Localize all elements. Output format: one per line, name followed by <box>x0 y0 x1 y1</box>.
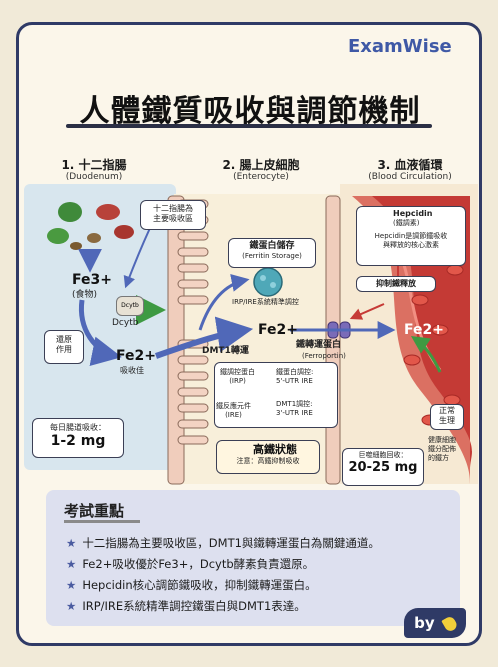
author-by-label: by <box>414 614 435 632</box>
ferritin-storage-box: 鐵蛋白儲存 (Ferritin Storage) <box>228 238 316 268</box>
star-icon: ★ <box>66 557 77 571</box>
hepcidin-subtitle: (鐵調素) <box>393 219 420 227</box>
column-title-blood: 3. 血液循環 <box>377 158 443 172</box>
star-icon: ★ <box>66 536 77 550</box>
brand-logo: ExamWise <box>348 36 452 57</box>
daily-absorption-value: 1-2 mg <box>50 433 106 449</box>
title-underline <box>66 124 432 128</box>
banana-icon <box>441 614 459 633</box>
high-iron-note: 注意：高鐵抑制吸收 <box>236 457 300 465</box>
key-point-item: ★Fe2+吸收優於Fe3+，Dcytb酵素負責還原。 <box>66 557 315 571</box>
ferritin-regulation-label: 鐵蛋白調控: 5'-UTR IRE <box>276 368 314 385</box>
daily-absorption-label: 每日腸道吸收： <box>50 423 106 432</box>
irp-ire-regulation-box <box>214 362 338 428</box>
ferroportin-label: 鐵轉運蛋白 <box>296 340 342 350</box>
duodenum-site-note: 十二指腸為 主要吸收區 <box>140 200 206 230</box>
column-title-enterocyte: 2. 腸上皮細胞 <box>222 158 300 172</box>
macrophage-recycle-box: 巨噬細胞回收： 20-25 mg <box>342 448 424 486</box>
fe3-label: Fe3+ <box>72 272 112 288</box>
fe2-sublabel-duodenum: 吸收佳 <box>120 366 144 375</box>
ire-label: 鐵反應元件 (IRE) <box>216 402 251 419</box>
fe3-sublabel: (食物) <box>72 290 98 300</box>
key-points-panel <box>46 490 460 626</box>
normal-physiology-badge: 正常 生理 <box>430 404 464 430</box>
macrophage-recycle-value: 20-25 mg <box>348 460 418 475</box>
fe2-label-blood: Fe2+ <box>404 322 444 338</box>
key-point-item: ★Hepcidin核心調節鐵吸收，抑制鐵轉運蛋白。 <box>66 578 317 592</box>
irp-ire-note: IRP/IRE系統精準調控 <box>232 298 299 306</box>
high-iron-title: 高鐵狀態 <box>253 443 297 456</box>
column-subtitle-duodenum: (Duodenum) <box>65 172 123 182</box>
star-icon: ★ <box>66 599 77 613</box>
fe2-label-duodenum: Fe2+ <box>116 348 156 364</box>
column-title-duodenum: 1. 十二指腸 <box>61 158 127 172</box>
macrophage-recycle-label: 巨噬細胞回收： <box>358 451 408 459</box>
star-icon: ★ <box>66 578 77 592</box>
ferroportin-sublabel: (Ferroportin) <box>302 352 346 360</box>
column-subtitle-blood: (Blood Circulation) <box>368 172 452 182</box>
ferritin-title: 鐵蛋白儲存 <box>249 241 295 251</box>
fe2-label-enterocyte: Fe2+ <box>258 322 298 338</box>
dmt1-regulation-label: DMT1調控: 3'-UTR IRE <box>276 400 313 417</box>
ferritin-subtitle: (Ferritin Storage) <box>242 252 302 260</box>
key-points-title: 考試重點 <box>64 502 125 520</box>
column-subtitle-enterocyte: (Enterocyte) <box>233 172 289 182</box>
hepcidin-note: Hepcidin是調節鐵吸收 與釋放的核心激素 <box>374 232 448 249</box>
hepcidin-title: Hepcidin <box>393 209 433 218</box>
hepcidin-box: Hepcidin (鐵調素) Hepcidin是調節鐵吸收 與釋放的核心激素 <box>356 206 466 266</box>
irp-label: 鐵調控蛋白 (IRP) <box>220 368 255 385</box>
food-icons <box>47 202 134 250</box>
inhibit-release-label: 抑制鐵釋放 <box>356 276 436 292</box>
dcytb-enzyme-icon: Dcytb <box>116 296 144 316</box>
key-point-item: ★十二指腸為主要吸收區，DMT1與鐵轉運蛋白為關鍵通道。 <box>66 536 380 550</box>
dcytb-label: Dcytb <box>112 318 139 328</box>
key-points-underline <box>64 520 140 523</box>
daily-absorption-box: 每日腸道吸收： 1-2 mg <box>32 418 124 458</box>
author-badge: by <box>404 608 466 638</box>
key-point-item: ★IRP/IRE系統精準調控鐵蛋白與DMT1表達。 <box>66 599 306 613</box>
dmt1-label: DMT1轉運 <box>202 346 249 356</box>
reduction-note: 還原 作用 <box>44 330 84 364</box>
ferritin-sphere <box>253 267 283 297</box>
high-iron-box: 高鐵狀態 注意：高鐵抑制吸收 <box>216 440 320 474</box>
healthy-cell-note: 健康細胞 鐵分配佈 的鐵方 <box>428 436 456 462</box>
page-title: 人體鐵質吸收與調節機制 <box>79 94 421 129</box>
